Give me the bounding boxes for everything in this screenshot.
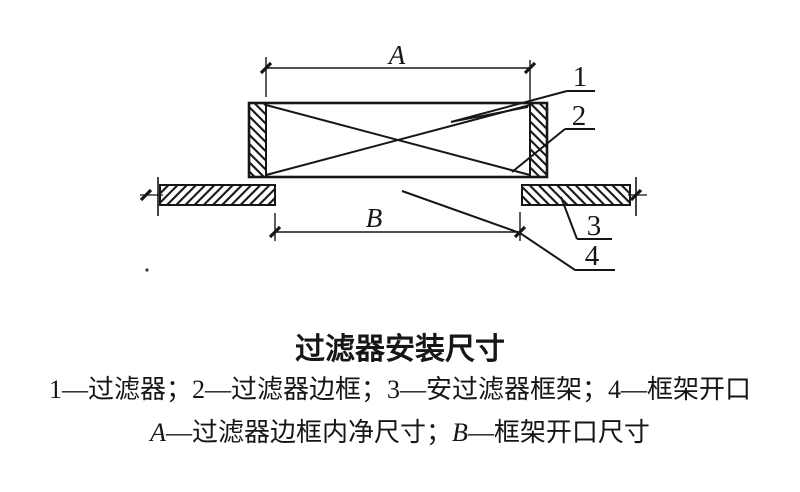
legend-b-symbol: B: [452, 418, 468, 447]
dim-b-tick-left: [268, 225, 282, 239]
filter-frame-left-section: [248, 102, 267, 178]
mounting-frame-right-bar: [521, 184, 631, 206]
legend-a-text: —过滤器边框内净尺寸；: [165, 418, 452, 447]
dimension-b: [268, 212, 527, 241]
dim-b-label: B: [366, 203, 383, 233]
callout-1-leader: [450, 90, 595, 123]
legend-line-2: A—过滤器边框内净尺寸；B—框架开口尺寸: [0, 412, 800, 449]
mounting-frame-left-bar: [159, 184, 276, 206]
filter-body-outline: [247, 101, 549, 179]
callout-1-arrow-barb: [450, 106, 529, 123]
callout-3-leader: [560, 196, 612, 240]
callout-1-line: [450, 90, 568, 123]
cross-brace-line-2: [265, 104, 531, 176]
mounting-frame: [139, 177, 647, 216]
callout-2-line: [511, 128, 566, 173]
callout-3-label: 3: [587, 210, 602, 242]
callout-1-label: 1: [573, 61, 588, 93]
frame-tick-left: [139, 188, 153, 202]
legend-line-1: 1—过滤器；2—过滤器边框；3—安过滤器框架；4—框架开口: [48, 375, 751, 404]
callout-2-label: 2: [572, 100, 587, 132]
dimension-a: [259, 57, 537, 100]
callout-3-line: [560, 196, 578, 240]
scan-speck: [145, 268, 149, 272]
figure-title: 过滤器安装尺寸: [295, 333, 505, 366]
legend-a-symbol: A: [150, 418, 166, 447]
frame-tick-right: [629, 188, 643, 202]
callout-4-line: [401, 190, 576, 271]
filter-frame-right-section: [529, 102, 548, 178]
dim-a-tick-left: [259, 61, 273, 75]
dim-a-label: A: [387, 40, 406, 70]
callout-4-leader: [401, 190, 615, 271]
filter-installation-diagram: A 1 2: [139, 40, 647, 272]
filter-assembly: [247, 101, 549, 179]
legend-b-text: —框架开口尺寸: [467, 418, 650, 447]
dim-a-tick-right: [523, 61, 537, 75]
callout-2-leader: [511, 128, 595, 173]
callout-4-label: 4: [585, 240, 600, 272]
